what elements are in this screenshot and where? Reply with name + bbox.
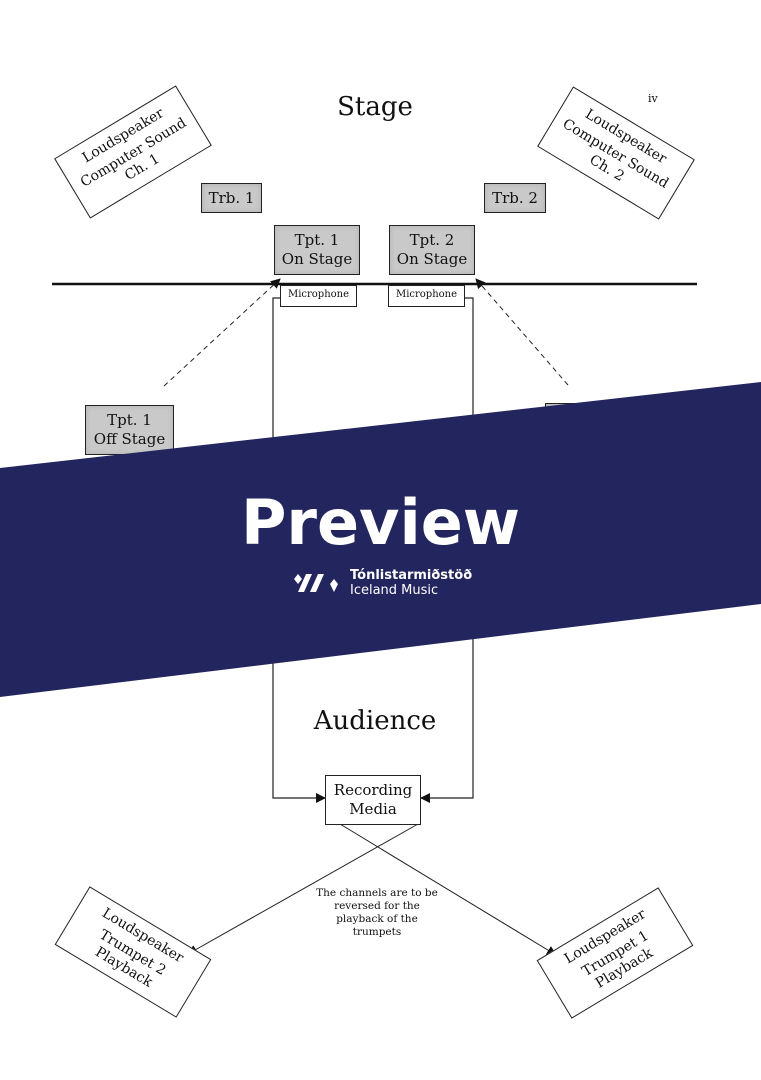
tpt1-off-stage-box: Tpt. 1 Off Stage [85,405,174,455]
tpt2-label: Tpt. 2 [409,231,455,249]
tpt2-off-stage-box [545,403,634,453]
on-stage-label: On Stage [281,250,353,268]
tpt1-label: Tpt. 1 [294,231,340,249]
preview-title: Preview [240,486,521,559]
trb1-box: Trb. 1 [201,183,262,213]
brand-name-english: Iceland Music [350,583,439,598]
microphone-1: Microphone [280,285,357,307]
on-stage-label: On Stage [396,250,468,268]
off-stage-label: Off Stage [93,430,166,448]
media-label: Media [349,800,397,818]
brand-name-icelandic: Tónlistarmiðstöð [350,568,473,583]
trb2-box: Trb. 2 [484,183,546,213]
audience-label: Audience [313,706,437,736]
iceland-music-logo-icon [294,574,338,592]
tpt1-path-dashed [163,278,281,387]
recording-label: Recording [333,781,413,799]
tpt2-on-stage-box: Tpt. 2 On Stage [389,225,475,275]
microphone-2: Microphone [388,285,465,307]
recording-media-box: Recording Media [325,775,421,825]
tpt2-path-dashed [475,278,569,386]
playback-line-to-tpt1 [339,823,557,956]
iceland-music-logo: Tónlistarmiðstöð Iceland Music [292,568,472,598]
channel-reversal-note: The channels are to be reversed for the … [316,887,438,938]
stage-label: Stage [337,92,413,122]
playback-line-to-tpt2 [187,823,419,955]
page-number: iv [648,92,658,105]
tpt1-label: Tpt. 1 [107,411,152,429]
tpt1-on-stage-box: Tpt. 1 On Stage [274,225,360,275]
